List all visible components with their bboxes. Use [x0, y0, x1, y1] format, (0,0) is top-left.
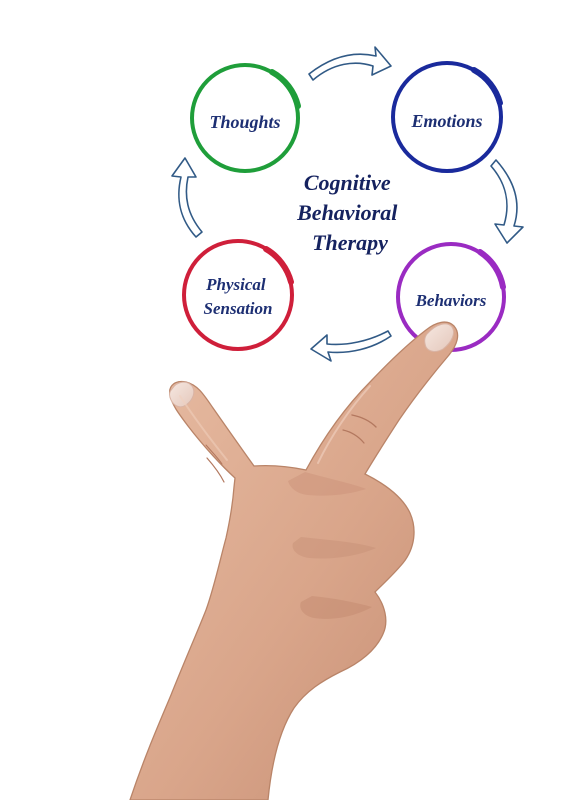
- arrow-thoughts-to-emotions: [308, 46, 392, 81]
- svg-text:Cognitive Behavioral: Cognitive Behavioral Therapy: [296, 170, 403, 255]
- arrow-emotions-to-behaviors: [490, 159, 524, 244]
- index-fingernail: [424, 323, 455, 352]
- title-line-3: Therapy: [312, 230, 388, 255]
- behaviors-label: Behaviors: [415, 291, 487, 310]
- thoughts-circle: [190, 63, 300, 173]
- thoughts-label: Thoughts: [209, 112, 280, 132]
- arrow-physical-sensation-to-thoughts: [171, 157, 203, 238]
- center-title: Cognitive Behavioral Therapy: [296, 170, 403, 255]
- pointing-hand-illustration: [129, 321, 459, 800]
- node-emotions: Emotions: [391, 61, 503, 173]
- emotions-circle: [391, 61, 503, 173]
- cycle-arrows: [171, 46, 524, 362]
- title-line-2: Behavioral: [296, 200, 398, 225]
- physical-sensation-label: Physical Sensation: [204, 275, 273, 318]
- arrow-behaviors-to-physical-sensation: [310, 330, 392, 362]
- physical-sensation-circle: [182, 239, 294, 351]
- node-physical-sensation: Physical Sensation: [182, 239, 294, 351]
- emotions-label: Emotions: [410, 111, 482, 131]
- title-line-1: Cognitive: [304, 170, 391, 195]
- node-thoughts: Thoughts: [190, 63, 301, 173]
